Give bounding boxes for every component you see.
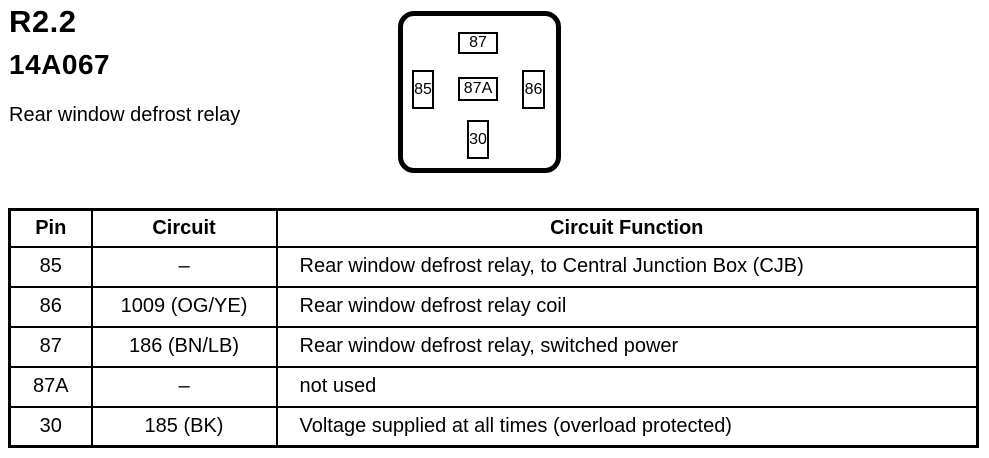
part-number: 14A067 [9,49,111,80]
table-header-row: Pin Circuit Circuit Function [8,208,979,248]
function-cell: Rear window defrost relay coil [275,285,979,328]
table-row: 86 1009 (OG/YE) Rear window defrost rela… [8,285,979,328]
pin-circuit-table: Pin Circuit Circuit Function 85 – Rear w… [8,208,979,448]
relay-description: Rear window defrost relay [9,104,241,126]
pin-cell: 85 [8,245,93,288]
function-cell: not used [275,365,979,408]
relay-id-title: R2.2 [9,4,77,39]
pin-cell: 30 [8,405,93,448]
relay-connector-diagram: 87 85 87A 86 30 [398,11,561,173]
table-row: 30 185 (BK) Voltage supplied at all time… [8,405,979,448]
circuit-cell: 185 (BK) [90,405,278,448]
pin-85-box: 85 [412,70,434,109]
circuit-cell: 1009 (OG/YE) [90,285,278,328]
header-circuit-function: Circuit Function [275,208,979,248]
table-row: 87A – not used [8,365,979,408]
table-row: 85 – Rear window defrost relay, to Centr… [8,245,979,288]
pin-87-box: 87 [458,32,498,54]
pin-30-box: 30 [467,120,489,159]
header-pin: Pin [8,208,93,248]
pin-cell: 87 [8,325,93,368]
function-cell: Rear window defrost relay, switched powe… [275,325,979,368]
header-circuit: Circuit [90,208,278,248]
table-row: 87 186 (BN/LB) Rear window defrost relay… [8,325,979,368]
circuit-cell: 186 (BN/LB) [90,325,278,368]
pin-87a-box: 87A [458,77,498,101]
function-cell: Rear window defrost relay, to Central Ju… [275,245,979,288]
pin-86-box: 86 [522,70,545,109]
header: R2.2 14A067 Rear window defrost relay [9,6,240,125]
pin-cell: 87A [8,365,93,408]
circuit-cell: – [90,365,278,408]
circuit-cell: – [90,245,278,288]
function-cell: Voltage supplied at all times (overload … [275,405,979,448]
pin-cell: 86 [8,285,93,328]
